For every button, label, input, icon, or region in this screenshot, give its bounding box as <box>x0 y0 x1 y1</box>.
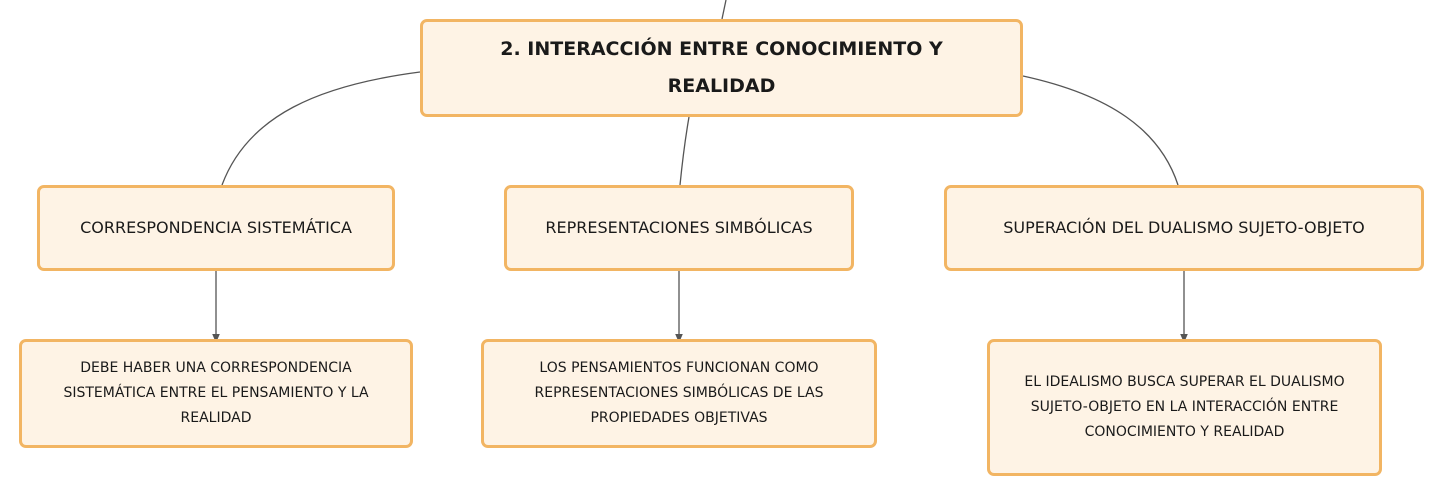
subtopic-label: DEBE HABER UNA CORRESPONDENCIA SISTEMÁTI… <box>63 360 369 426</box>
subtopic-correspondencia-detail[interactable]: DEBE HABER UNA CORRESPONDENCIA SISTEMÁTI… <box>19 339 413 448</box>
topic-label: SUPERACIÓN DEL DUALISMO SUJETO-OBJETO <box>1003 218 1365 237</box>
subtopic-representaciones-detail[interactable]: LOS PENSAMIENTOS FUNCIONAN COMO REPRESEN… <box>481 339 877 448</box>
root-topic-label: 2. INTERACCIÓN ENTRE CONOCIMIENTO Y REAL… <box>500 38 943 97</box>
root-topic-node[interactable]: 2. INTERACCIÓN ENTRE CONOCIMIENTO Y REAL… <box>420 19 1023 117</box>
connector-incoming <box>721 0 727 20</box>
topic-correspondencia-sistematica[interactable]: CORRESPONDENCIA SISTEMÁTICA <box>37 185 395 271</box>
connector-root-to-correspondencia <box>221 71 421 186</box>
subtopic-label: EL IDEALISMO BUSCA SUPERAR EL DUALISMO S… <box>1024 374 1345 440</box>
connector-root-to-representaciones <box>679 116 690 186</box>
topic-representaciones-simbolicas[interactable]: REPRESENTACIONES SIMBÓLICAS <box>504 185 854 271</box>
topic-label: CORRESPONDENCIA SISTEMÁTICA <box>80 218 352 237</box>
subtopic-label: LOS PENSAMIENTOS FUNCIONAN COMO REPRESEN… <box>534 360 824 426</box>
subtopic-superacion-detail[interactable]: EL IDEALISMO BUSCA SUPERAR EL DUALISMO S… <box>987 339 1382 476</box>
topic-superacion-dualismo[interactable]: SUPERACIÓN DEL DUALISMO SUJETO-OBJETO <box>944 185 1424 271</box>
connector-root-to-superacion <box>1022 75 1179 186</box>
topic-label: REPRESENTACIONES SIMBÓLICAS <box>545 218 813 237</box>
